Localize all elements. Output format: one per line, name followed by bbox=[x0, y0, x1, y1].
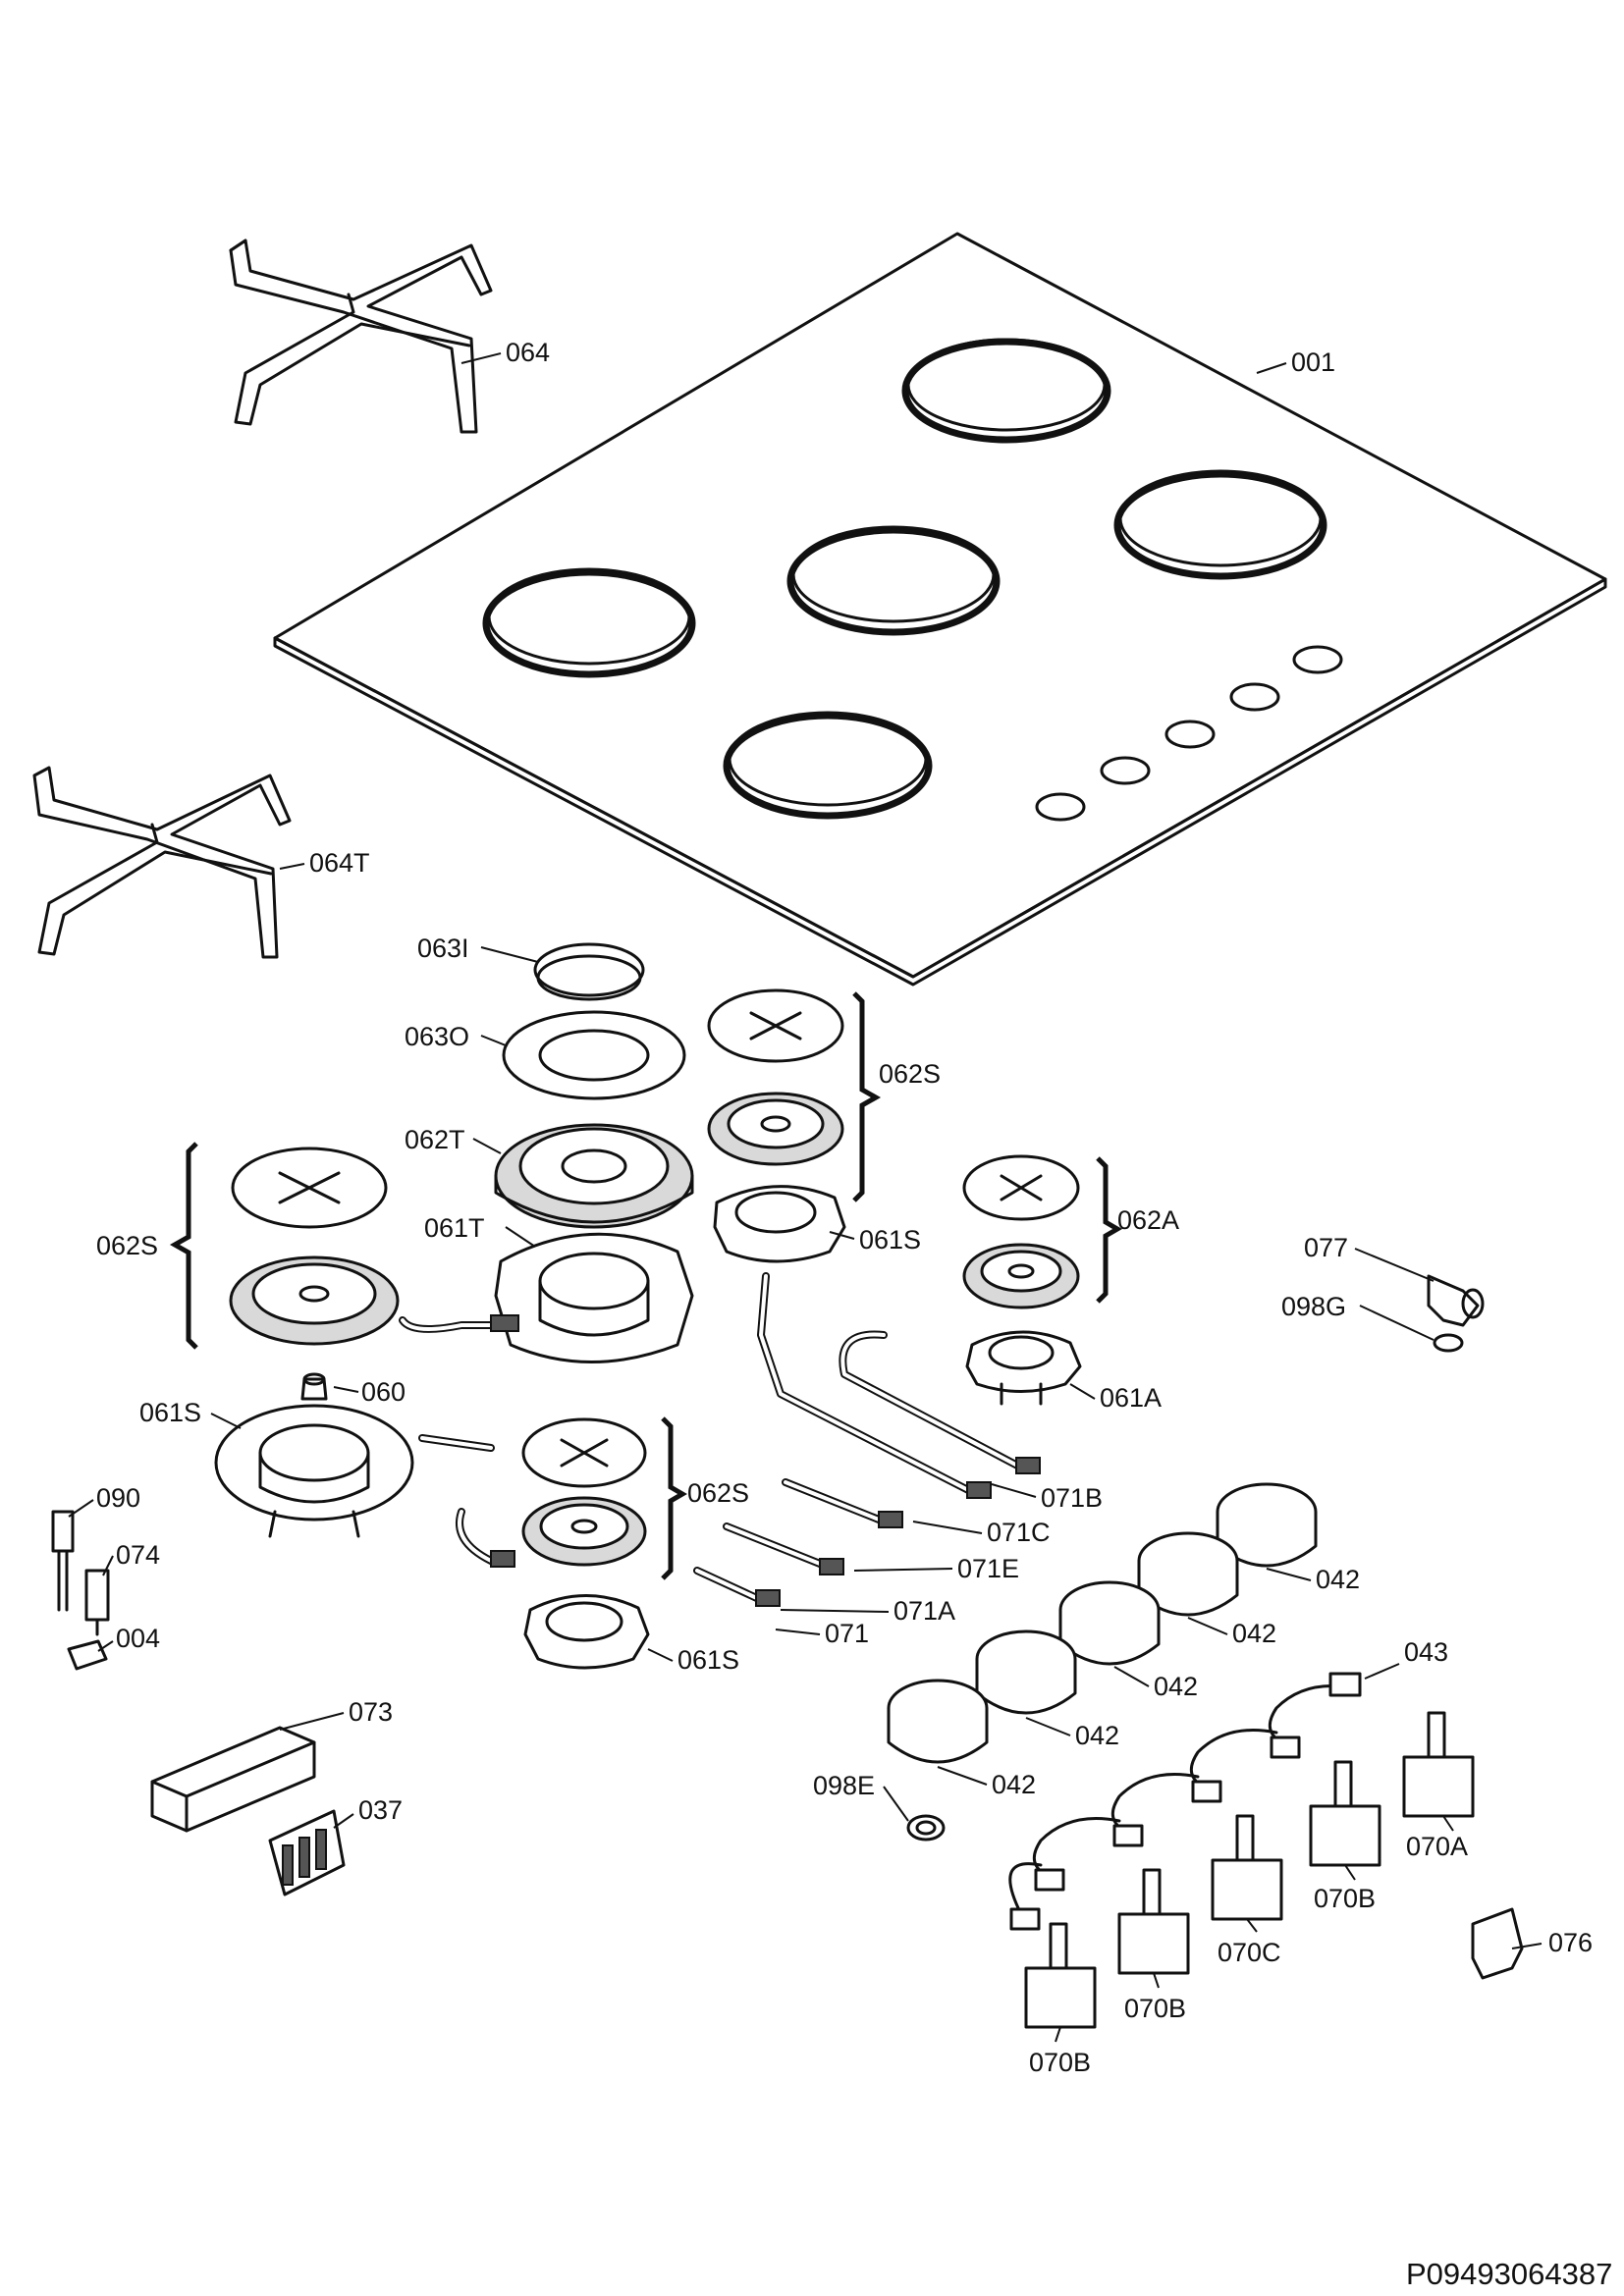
gas-pipes bbox=[399, 1272, 1041, 1607]
burner-base-061A bbox=[965, 1330, 1082, 1406]
burner-base-061S-left bbox=[214, 1404, 414, 1538]
callout-042-e: 042 bbox=[992, 1770, 1036, 1799]
callout-064: 064 bbox=[506, 338, 550, 367]
callout-070B-a: 070B bbox=[1314, 1884, 1376, 1913]
knob-042-a bbox=[1216, 1482, 1318, 1568]
callout-001: 001 bbox=[1291, 347, 1335, 377]
knob-042-c bbox=[1058, 1580, 1161, 1666]
callout-071: 071 bbox=[825, 1619, 869, 1648]
leader-lines bbox=[68, 352, 1543, 2043]
callout-071C: 071C bbox=[987, 1518, 1051, 1547]
elbow-fitting-077 bbox=[1427, 1274, 1485, 1327]
injector-060 bbox=[300, 1372, 328, 1401]
callout-037: 037 bbox=[358, 1795, 403, 1825]
callout-070B-c: 070B bbox=[1029, 2048, 1091, 2077]
gas-tap-070B-a bbox=[1309, 1760, 1381, 1867]
burner-base-061S-mid bbox=[713, 1185, 846, 1263]
callout-077: 077 bbox=[1304, 1233, 1348, 1262]
terminal-block-037 bbox=[268, 1809, 346, 1896]
callout-061S-low: 061S bbox=[677, 1645, 739, 1675]
ring-098E bbox=[906, 1814, 946, 1842]
spark-plug-074 bbox=[84, 1569, 110, 1636]
callout-061A: 061A bbox=[1100, 1383, 1162, 1413]
burner-cap-063O bbox=[502, 1010, 686, 1100]
callout-076: 076 bbox=[1548, 1928, 1593, 1957]
callout-070C: 070C bbox=[1218, 1938, 1281, 1967]
callout-064T: 064T bbox=[309, 848, 370, 878]
callout-061S-left: 061S bbox=[139, 1398, 201, 1427]
callout-063O: 063O bbox=[405, 1022, 469, 1051]
gas-tap-070B-c bbox=[1024, 1922, 1097, 2029]
callout-062T: 062T bbox=[405, 1125, 465, 1154]
callout-060: 060 bbox=[361, 1377, 406, 1407]
ignition-unit-073 bbox=[150, 1726, 316, 1833]
callout-071E: 071E bbox=[957, 1554, 1019, 1583]
gas-tap-070B-b bbox=[1117, 1868, 1190, 1975]
callout-074: 074 bbox=[116, 1540, 160, 1570]
pan-support-064 bbox=[229, 239, 493, 434]
clip-004 bbox=[67, 1639, 108, 1671]
pan-support-064T bbox=[32, 766, 292, 959]
callout-073: 073 bbox=[349, 1697, 393, 1727]
gas-tap-070A bbox=[1402, 1711, 1475, 1818]
callout-043: 043 bbox=[1404, 1637, 1448, 1667]
callout-042-c: 042 bbox=[1154, 1672, 1198, 1701]
burner-base-061T bbox=[494, 1232, 694, 1363]
callout-061S-mid: 061S bbox=[859, 1225, 921, 1255]
burner-crown-062T bbox=[494, 1123, 694, 1229]
burner-cap-063I bbox=[533, 942, 645, 1001]
burner-set-062A bbox=[962, 1154, 1080, 1309]
callout-090: 090 bbox=[96, 1483, 140, 1513]
document-id: P09493064387 bbox=[1406, 2257, 1612, 2291]
callout-062S-left: 062S bbox=[96, 1231, 158, 1260]
callout-042-b: 042 bbox=[1232, 1619, 1276, 1648]
callout-071B: 071B bbox=[1041, 1483, 1103, 1513]
callout-098G: 098G bbox=[1281, 1292, 1346, 1321]
burner-set-062S-left bbox=[229, 1147, 400, 1346]
burner-set-062S-top bbox=[707, 988, 844, 1166]
callout-062A: 062A bbox=[1117, 1205, 1179, 1235]
hob-top-plate bbox=[273, 232, 1607, 987]
callout-063I: 063I bbox=[417, 934, 469, 963]
microswitch-wiring-043 bbox=[1008, 1672, 1362, 1931]
callout-062S-low: 062S bbox=[687, 1478, 749, 1508]
callout-062S-top: 062S bbox=[879, 1059, 941, 1089]
callout-labels: 001 064 064T 063I 063O 062S 062T 062S 06… bbox=[96, 338, 1593, 2077]
callout-042-a: 042 bbox=[1316, 1565, 1360, 1594]
thermocouple-090 bbox=[51, 1510, 75, 1612]
burner-base-061S-low bbox=[523, 1594, 650, 1670]
burner-set-062S-low bbox=[521, 1417, 647, 1567]
brackets bbox=[169, 991, 1122, 1580]
callout-071A: 071A bbox=[893, 1596, 955, 1626]
callout-004: 004 bbox=[116, 1624, 160, 1653]
callout-042-d: 042 bbox=[1075, 1721, 1119, 1750]
knob-042-e bbox=[887, 1679, 989, 1764]
callout-070A: 070A bbox=[1406, 1832, 1468, 1861]
callout-070B-b: 070B bbox=[1124, 1994, 1186, 2023]
seal-098G bbox=[1433, 1333, 1464, 1353]
callout-061T: 061T bbox=[424, 1213, 485, 1243]
clip-076 bbox=[1471, 1907, 1524, 1980]
callout-098E: 098E bbox=[813, 1771, 875, 1800]
knob-042-d bbox=[975, 1629, 1077, 1715]
gas-tap-070C bbox=[1211, 1814, 1283, 1921]
